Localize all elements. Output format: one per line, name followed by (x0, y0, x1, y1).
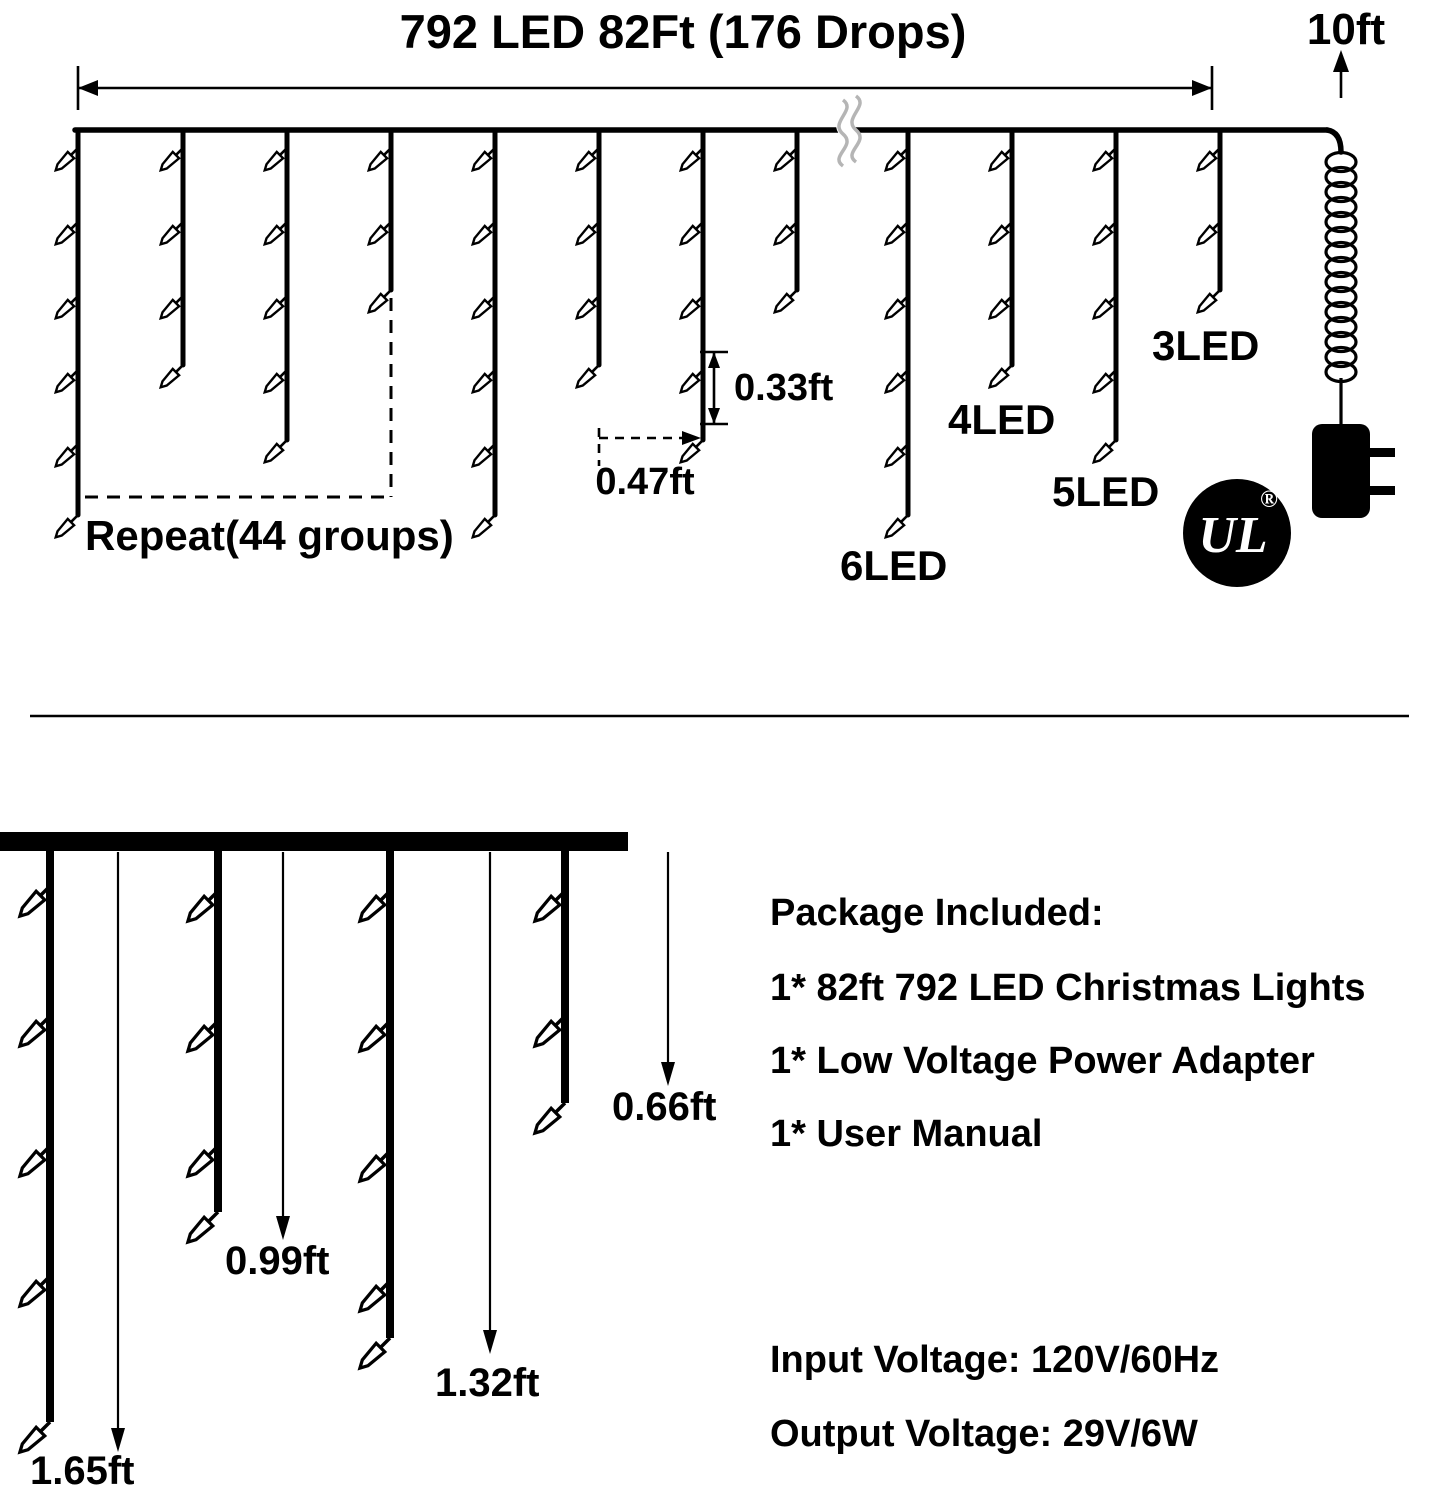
led-bulb (985, 360, 1017, 392)
led-bulb (881, 510, 913, 542)
coil-loop (1324, 285, 1358, 309)
plug-prong (1368, 486, 1395, 495)
dim-165-label: 1.65ft (30, 1449, 135, 1493)
overall-dimension (76, 66, 1214, 110)
led-bulb (51, 510, 83, 542)
diagram-title: 792 LED 82Ft (176 Drops) (400, 5, 967, 58)
drop-spacing-label: 0.47ft (595, 461, 695, 503)
package-item-adapter: 1* Low Voltage Power Adapter (770, 1040, 1315, 1082)
ul-letters: UL (1198, 507, 1267, 564)
input-voltage-label: Input Voltage: 120V/60Hz (770, 1339, 1219, 1381)
dim-132-label: 1.32ft (435, 1361, 540, 1405)
led-bulb (156, 360, 188, 392)
led-bulb (260, 435, 292, 467)
coil-loop (1324, 180, 1358, 204)
repeat-label: Repeat(44 groups) (85, 512, 454, 559)
led-bulb (181, 1205, 225, 1249)
lead-dimension-arrow (1333, 50, 1349, 98)
coil-loop (1324, 315, 1358, 339)
led5-label: 5LED (1052, 468, 1159, 515)
dim-arrow-165 (111, 852, 125, 1452)
led-bulb (1089, 435, 1121, 467)
led6-label: 6LED (840, 542, 947, 589)
lead-length-label: 10ft (1307, 5, 1386, 54)
coil-loop (1324, 225, 1358, 249)
led-bulb (468, 510, 500, 542)
icicle-drops-bottom (13, 845, 572, 1459)
registered-symbol: ® (1260, 487, 1278, 513)
package-heading: Package Included: (770, 892, 1104, 934)
power-plug (1312, 424, 1395, 518)
drop-spacing-dimension (597, 428, 701, 466)
plug-body (1312, 424, 1370, 518)
led4-label: 4LED (948, 396, 1055, 443)
output-voltage-label: Output Voltage: 29V/6W (770, 1413, 1198, 1455)
icicle-drops-top (51, 127, 1225, 542)
led-bulb (770, 285, 802, 317)
coil-loop (1324, 300, 1358, 324)
ul-certification-mark: UL ® (1183, 479, 1291, 587)
bulb-spacing-label: 0.33ft (734, 367, 834, 409)
coil-loop (1324, 330, 1358, 354)
led-bulb (1193, 285, 1225, 317)
coil-loop (1324, 150, 1358, 174)
led3-label: 3LED (1152, 322, 1259, 369)
repeat-group-marker (85, 298, 393, 499)
led-bulb (528, 1096, 572, 1140)
wire-corner (1324, 127, 1344, 155)
coil-loop (1324, 165, 1358, 189)
ul-circle (1183, 479, 1291, 587)
led-bulb (572, 360, 604, 392)
package-item-manual: 1* User Manual (770, 1113, 1042, 1155)
coil-loop (1324, 255, 1358, 279)
coil-loop (1324, 240, 1358, 264)
coil-loop (1324, 345, 1358, 369)
dim-099-label: 0.99ft (225, 1239, 330, 1283)
wire-break-symbol (836, 91, 862, 171)
package-item-lights: 1* 82ft 792 LED Christmas Lights (770, 967, 1366, 1009)
dim-arrow-099 (276, 852, 290, 1240)
coil-loop (1324, 195, 1358, 219)
coiled-lead-wire (1324, 150, 1358, 384)
bulb-spacing-dimension (700, 350, 728, 426)
support-wire-bar (0, 832, 628, 851)
plug-prong (1368, 448, 1395, 457)
coil-loop (1324, 270, 1358, 294)
dim-066-label: 0.66ft (612, 1085, 717, 1129)
led-bulb (353, 1331, 397, 1375)
dim-arrow-132 (483, 852, 497, 1354)
dim-arrow-066 (661, 852, 675, 1086)
coil-loop (1324, 210, 1358, 234)
